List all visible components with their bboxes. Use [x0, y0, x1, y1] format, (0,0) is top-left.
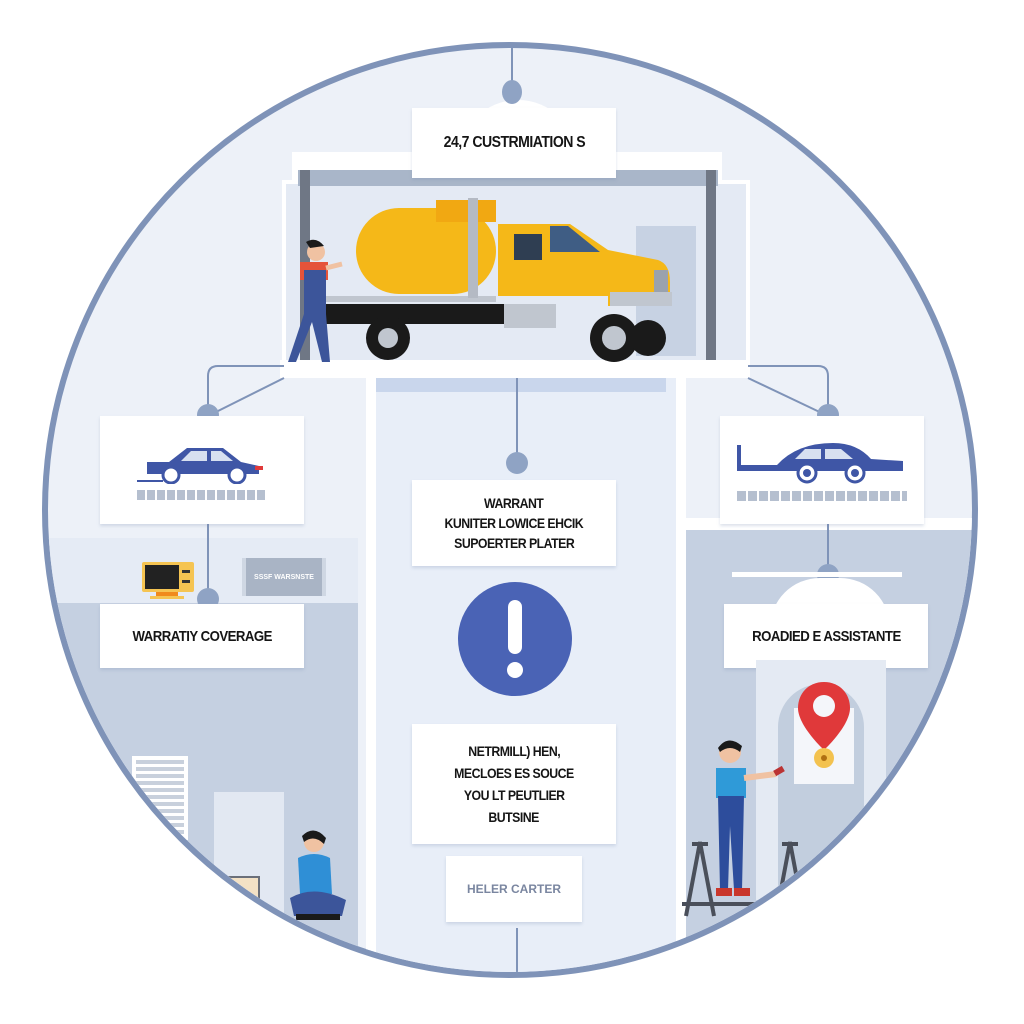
seated-worker-person [290, 830, 346, 920]
mechanic-person [288, 239, 343, 362]
computer-icon [142, 562, 194, 599]
exclamation-circle-icon [458, 582, 572, 696]
sedan-car-icon [137, 448, 263, 484]
left-wall-sign: SSSF WARSNSTE [242, 558, 326, 596]
right-car-card [720, 416, 924, 524]
title-sign-text: 24,7 CUSTRMIATION S [443, 134, 585, 151]
warranty-info-line-2: KUNITER LOWICE EHCIK [444, 515, 584, 531]
exclamation-bar [508, 600, 522, 654]
tanker-truck-icon [326, 198, 672, 362]
warranty-coverage-label[interactable]: WARRATIY COVERAGE [100, 604, 304, 668]
left-room-panel [214, 792, 284, 922]
roadside-assistance-text: ROADIED E ASSISTANTE [751, 627, 901, 645]
sawhorse-stands [682, 841, 812, 917]
bay-post-right [706, 170, 716, 360]
warranty-coverage-text: WARRATIY COVERAGE [132, 627, 272, 645]
title-sign: 24,7 CUSTRMIATION S [412, 108, 616, 178]
connector-lines [207, 365, 829, 972]
circular-frame: 24,7 CUSTRMIATION S [42, 42, 978, 978]
door-knob [848, 828, 856, 836]
left-car-caption-bar [137, 490, 267, 500]
left-car-card [100, 416, 304, 524]
service-details-line-4: BUTSINE [488, 809, 540, 825]
roadside-assistance-label[interactable]: ROADIED E ASSISTANTE [724, 604, 928, 668]
service-details-line-3: YOU LT PEUTLIER [463, 787, 565, 803]
sign-hanger-line [511, 48, 513, 88]
left-wall-sign-text: SSSF WARSNSTE [254, 573, 314, 581]
warranty-info-line-3: SUPOERTER PLATER [453, 535, 575, 551]
left-laptop [228, 876, 260, 902]
window-blinds [136, 760, 184, 836]
location-pin-icon [798, 682, 850, 768]
right-sign-rail [732, 572, 902, 577]
warranty-info-card: WARRANT KUNITER LOWICE EHCIK SUPOERTER P… [412, 480, 616, 566]
exclamation-dot [507, 662, 523, 678]
left-window [132, 756, 188, 840]
node-center-top [506, 452, 528, 474]
tow-car-icon [737, 443, 903, 484]
sign-hanger-knob [502, 80, 522, 104]
service-details-line-2: MECLOES ES SOUCE [454, 765, 574, 781]
technician-person [716, 740, 785, 896]
bay-floor [280, 360, 750, 378]
service-details-line-1: NETRMILL) HEN, [468, 743, 560, 759]
warranty-info-line-1: WARRANT [484, 495, 544, 511]
helper-center-text: HELER CARTER [466, 882, 561, 896]
helper-center-button[interactable]: HELER CARTER [446, 856, 582, 922]
center-column-band [376, 378, 666, 392]
service-details-card: NETRMILL) HEN, MECLOES ES SOUCE YOU LT P… [412, 724, 616, 844]
right-car-caption-bar [737, 491, 907, 501]
